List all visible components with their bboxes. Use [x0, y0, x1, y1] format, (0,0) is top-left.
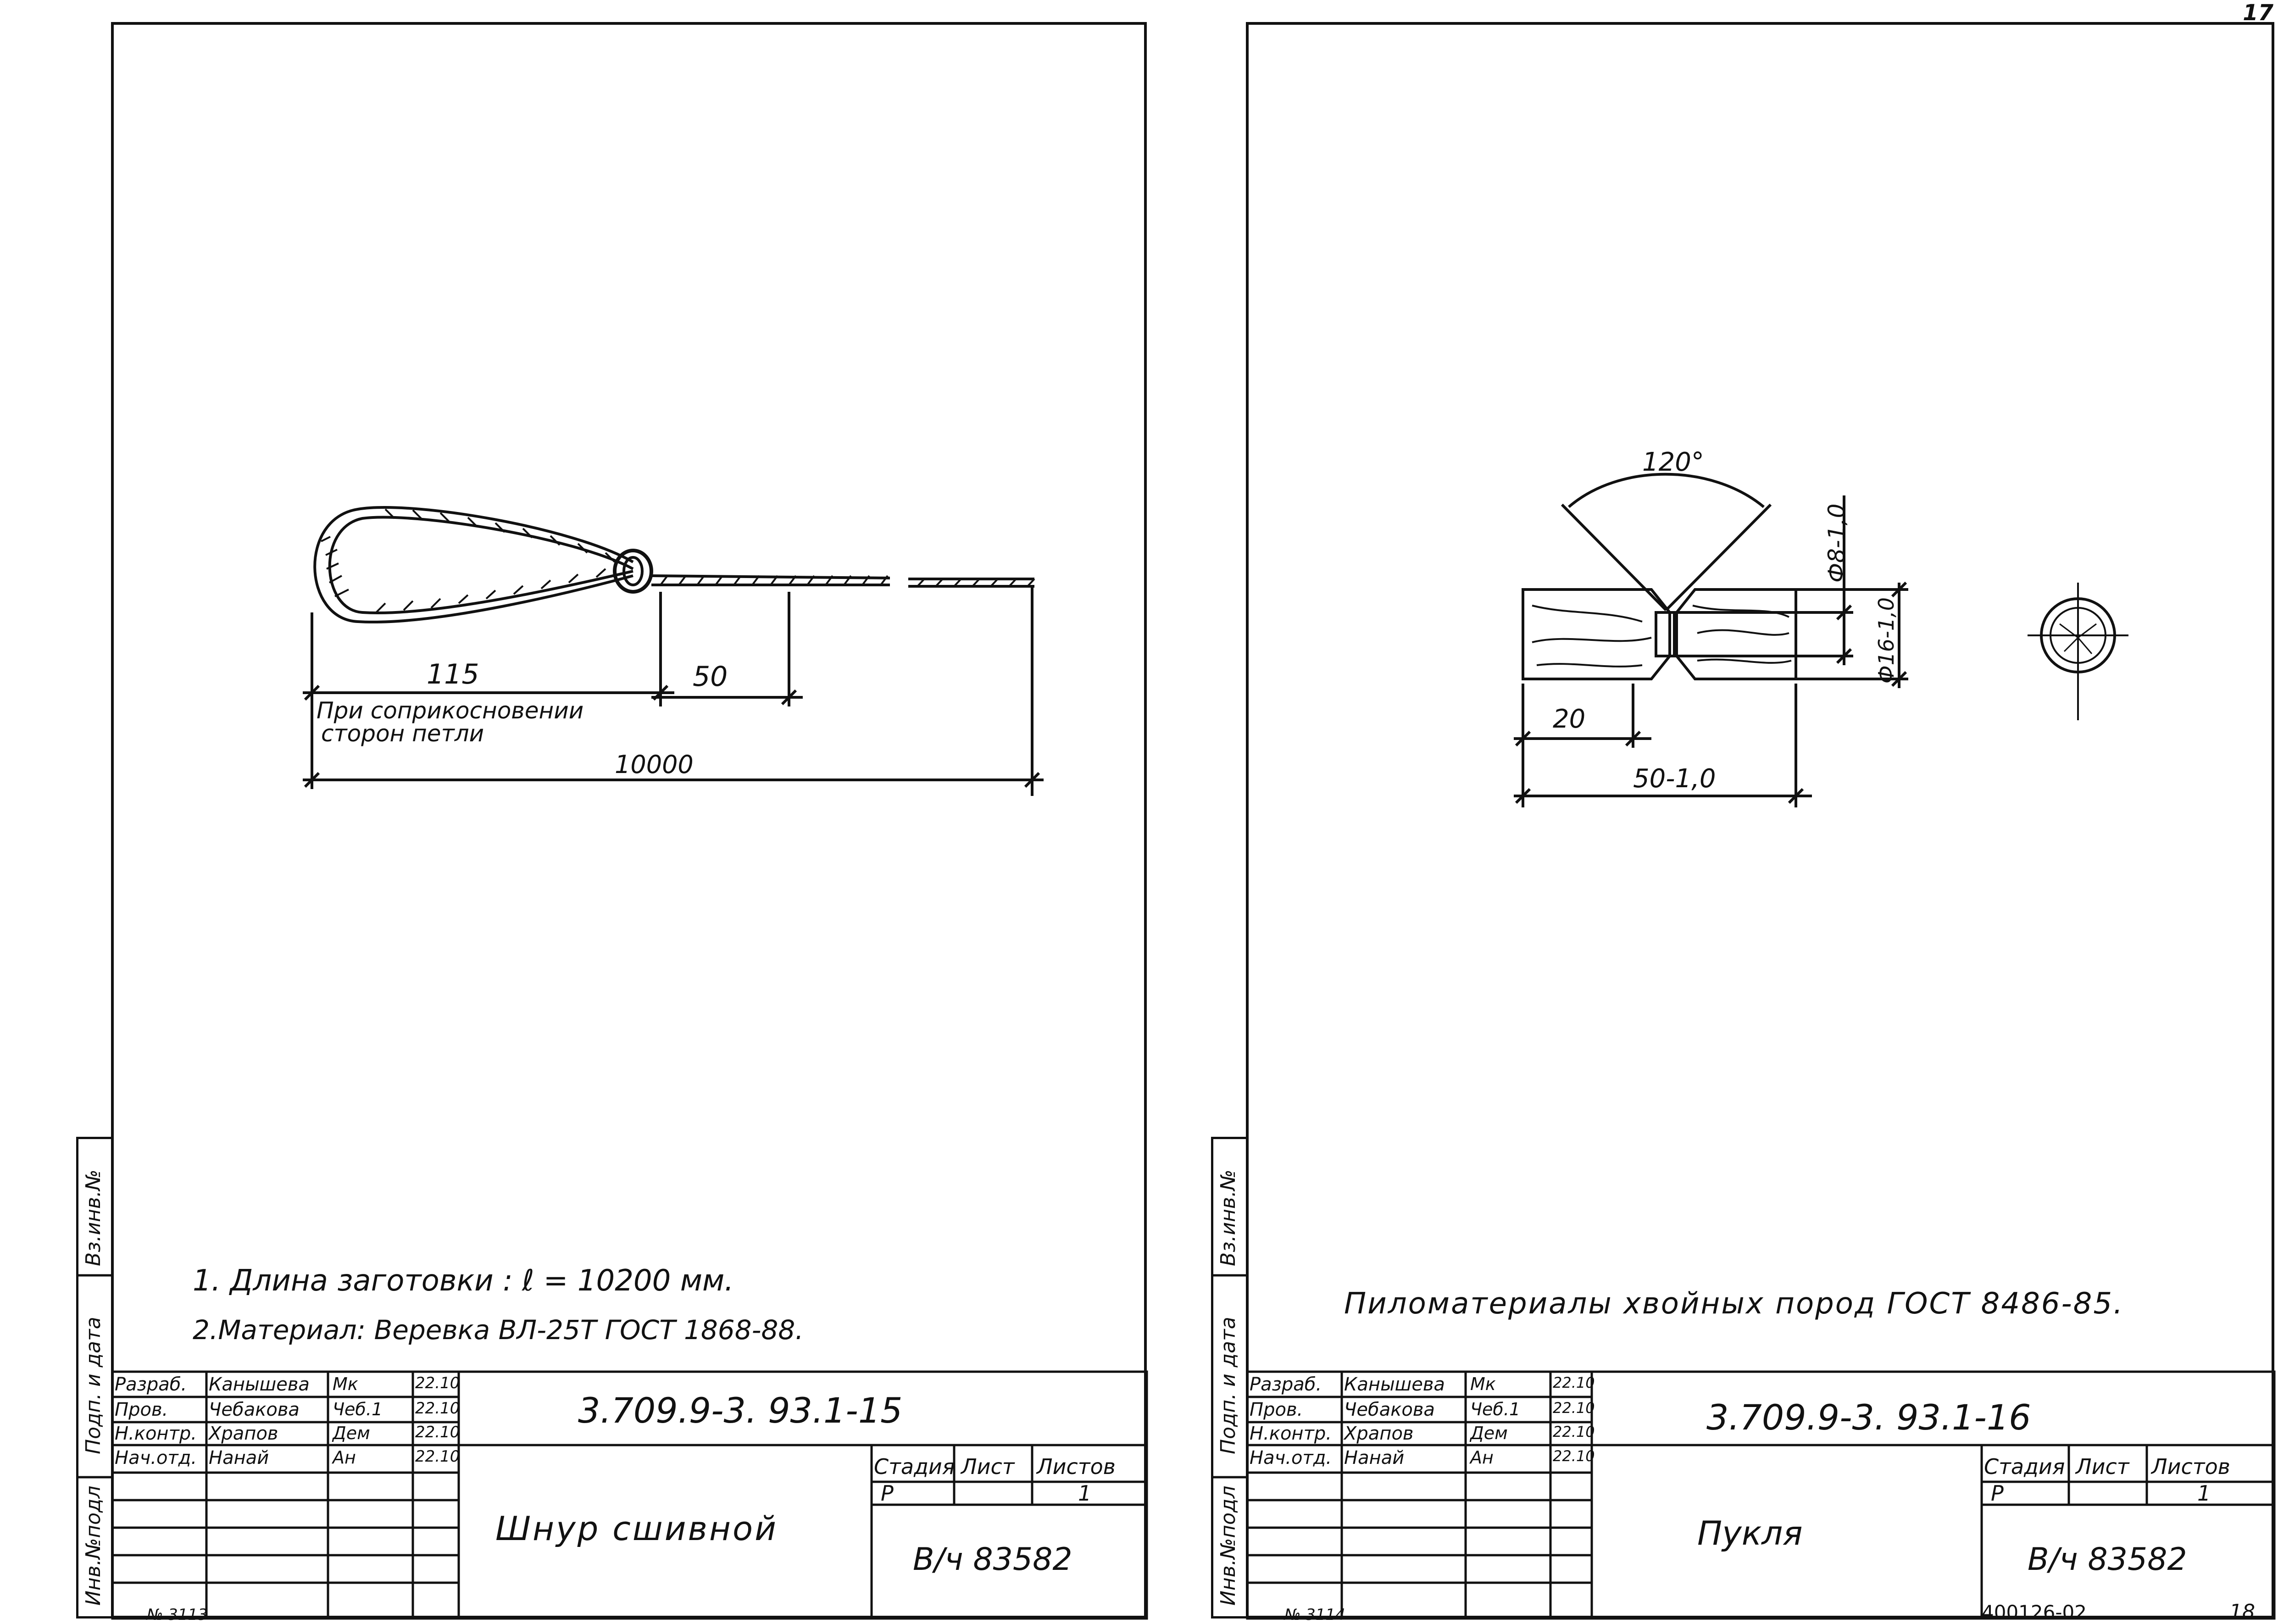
- bottom-page-number: 18: [2229, 1600, 2255, 1624]
- right-sign-4: Ан: [1470, 1447, 1494, 1468]
- right-date-3: 22.10: [1553, 1423, 1595, 1440]
- left-note-2: 2.Материал: Веревка ВЛ-25Т ГОСТ 1868-88.: [193, 1314, 804, 1346]
- dim-115: 115: [427, 658, 479, 690]
- right-name-4: Нанай: [1344, 1447, 1405, 1468]
- right-sheet-label: Лист: [2076, 1454, 2129, 1479]
- archive-number: 400126-02: [1982, 1601, 2087, 1624]
- left-sheet-label: Лист: [961, 1454, 1015, 1479]
- left-sign-2: Чеб.1: [333, 1399, 383, 1419]
- rope-note-line-2: сторон петли: [321, 720, 484, 747]
- left-org: В/ч 83582: [913, 1541, 1072, 1578]
- left-sign-4: Ан: [333, 1447, 356, 1468]
- dim-50-1: 50-1,0: [1633, 764, 1716, 794]
- left-role-1: Разраб.: [115, 1374, 187, 1395]
- left-sign-3: Дем: [333, 1423, 370, 1443]
- dim-50: 50: [693, 661, 728, 693]
- dim-20: 20: [1553, 704, 1586, 734]
- right-org: В/ч 83582: [2028, 1541, 2187, 1578]
- left-date-3: 22.10: [415, 1423, 460, 1441]
- left-date-4: 22.10: [415, 1447, 460, 1466]
- right-sign-3: Дем: [1470, 1423, 1508, 1443]
- left-stage-label: Стадия: [874, 1454, 955, 1479]
- right-name-1: Канышева: [1344, 1374, 1445, 1395]
- left-role-4: Нач.отд.: [115, 1447, 197, 1468]
- right-sign-1: Мк: [1470, 1374, 1496, 1394]
- rope-note-line-1: При соприкосновении: [317, 697, 584, 724]
- left-role-2: Пров.: [115, 1399, 168, 1420]
- right-doc-name: Пукля: [1697, 1514, 1803, 1552]
- right-role-3: Н.контр.: [1250, 1423, 1332, 1444]
- right-name-2: Чебакова: [1344, 1399, 1435, 1420]
- dim-angle: 120°: [1642, 447, 1704, 477]
- right-sheets-label: Листов: [2151, 1454, 2230, 1479]
- dim-10000: 10000: [615, 750, 694, 779]
- left-doc-code: 3.709.9-3. 93.1-15: [578, 1390, 903, 1431]
- right-name-3: Храпов: [1344, 1423, 1414, 1444]
- left-name-3: Храпов: [209, 1423, 278, 1444]
- left-date-1: 22.10: [415, 1374, 460, 1392]
- left-name-4: Нанай: [209, 1447, 269, 1468]
- left-sheets-label: Листов: [1037, 1454, 1116, 1479]
- right-role-4: Нач.отд.: [1250, 1447, 1332, 1468]
- left-name-1: Канышева: [209, 1374, 310, 1395]
- right-frame: [1246, 22, 2274, 1618]
- right-sheets: 1: [2197, 1481, 2211, 1506]
- left-name-2: Чебакова: [209, 1399, 300, 1420]
- page-number: 17: [2243, 0, 2273, 26]
- right-date-4: 22.10: [1553, 1447, 1595, 1465]
- right-note-1: Пиломатериалы хвойных пород ГОСТ 8486-85…: [1344, 1287, 2124, 1321]
- left-doc-name: Шнур сшивной: [495, 1509, 778, 1548]
- right-sign-2: Чеб.1: [1470, 1399, 1521, 1419]
- left-sheets: 1: [1078, 1481, 1092, 1506]
- right-role-2: Пров.: [1250, 1399, 1303, 1420]
- right-date-2: 22.10: [1553, 1399, 1595, 1417]
- left-stage: Р: [881, 1481, 894, 1506]
- left-sign-1: Мк: [333, 1374, 358, 1394]
- left-frame: [111, 22, 1147, 1618]
- left-note-1: 1. Длина заготовки : ℓ = 10200 мм.: [193, 1264, 734, 1298]
- right-stage-label: Стадия: [1984, 1454, 2065, 1479]
- right-bottom-mark: № 3114: [1284, 1606, 1345, 1624]
- left-bottom-mark: № 3113: [147, 1606, 208, 1624]
- right-doc-code: 3.709.9-3. 93.1-16: [1706, 1397, 2031, 1438]
- left-date-2: 22.10: [415, 1399, 460, 1418]
- right-stage: Р: [1991, 1481, 2004, 1506]
- right-date-1: 22.10: [1553, 1374, 1595, 1391]
- right-role-1: Разраб.: [1250, 1374, 1322, 1395]
- left-role-3: Н.контр.: [115, 1423, 197, 1444]
